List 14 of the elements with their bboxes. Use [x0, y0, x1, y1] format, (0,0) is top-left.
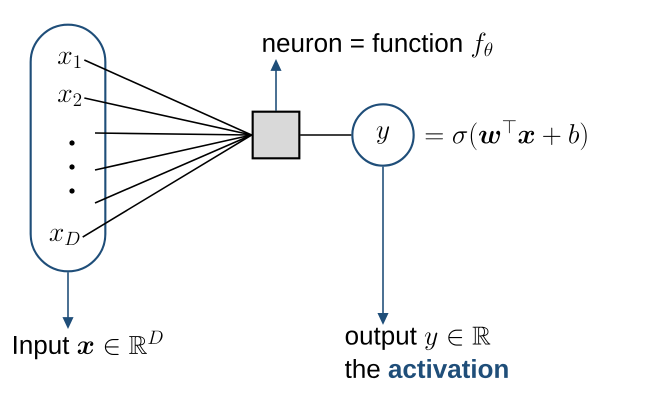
rounded-box — [30, 24, 106, 272]
formula-label: $\text{neuron = function } f_{\theta}$ — [263, 32, 492, 58]
connector-line — [94, 134, 252, 204]
connector-line — [84, 59, 252, 136]
formula-label: $x_{1}$ — [58, 52, 81, 68]
formula-label: $= \sigma(\boldsymbol{w}^{\top}\boldsymbol{x}+b)$ — [426, 120, 587, 150]
connector-line — [300, 134, 352, 136]
formula-label: $x_{2}$ — [58, 90, 82, 106]
output-label: $\text{output } y \in \mathbb{R}$ the activation — [345, 326, 508, 378]
formula-label: $\text{Input } \boldsymbol{x} \in \mathbb{R}^{D}$ — [14, 330, 163, 360]
connector-line — [84, 97, 252, 136]
connector-line — [82, 134, 252, 238]
neuron-box — [252, 110, 300, 160]
formula-label: $x_{D}$ — [50, 228, 80, 246]
